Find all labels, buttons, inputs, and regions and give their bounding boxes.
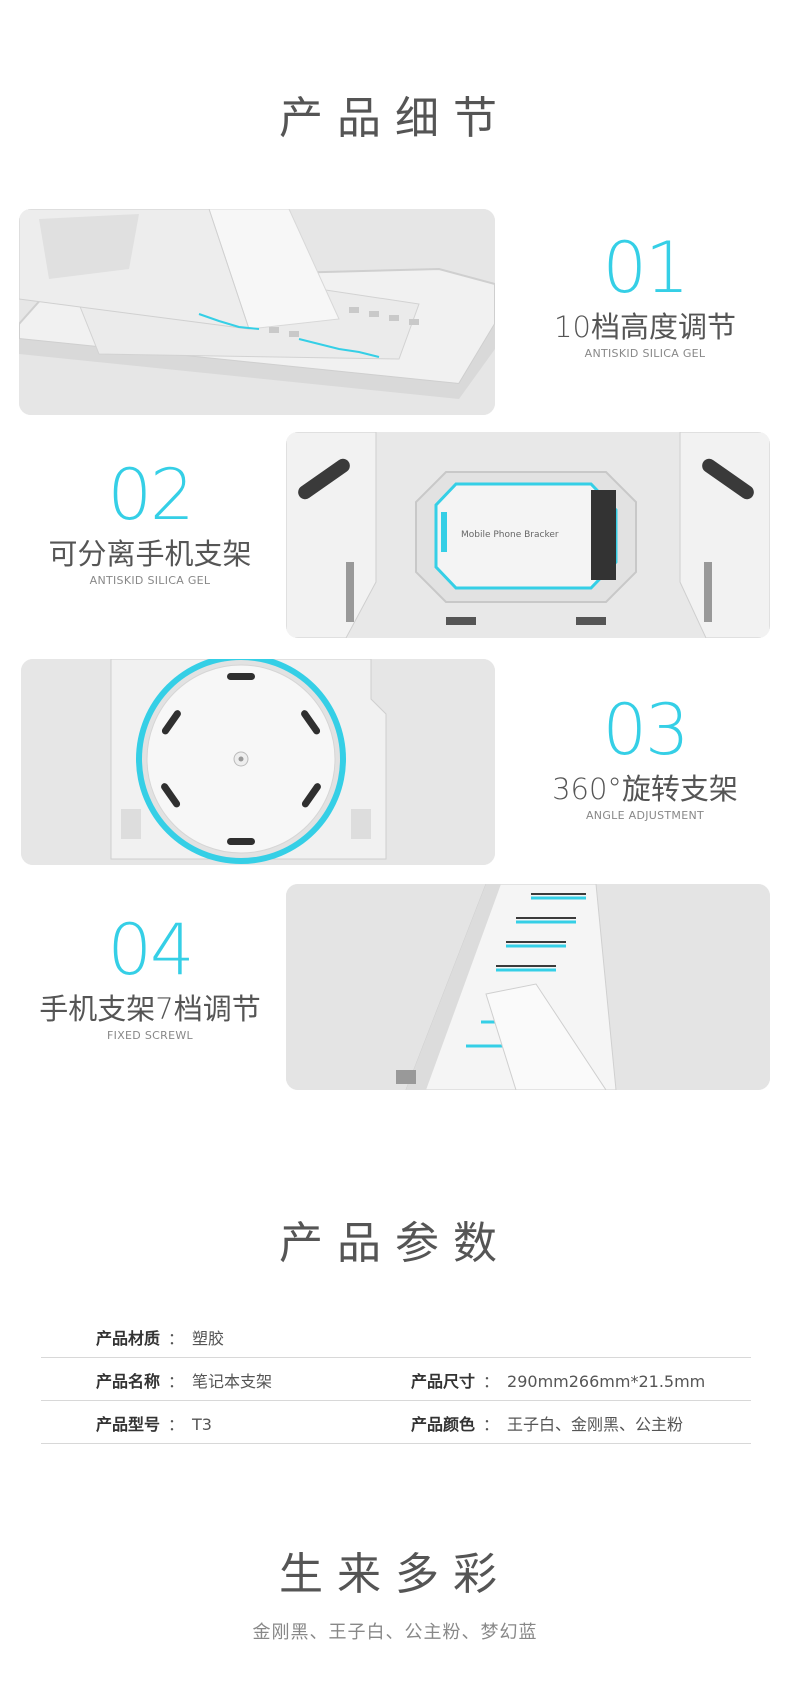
spec-material-label: 产品材质 [96, 1329, 161, 1348]
detail-image-phone-angle [286, 884, 770, 1090]
spec-separator: ： [483, 1415, 500, 1434]
detail-image-phone-holder: Mobile Phone Bracker [286, 432, 770, 638]
feature-02-en: ANTISKID SILICA GEL [89, 574, 211, 587]
spec-name: 产品名称 ： 笔记本支架 [96, 1368, 272, 1392]
spec-separator: ： [168, 1372, 185, 1391]
spec-row-1: 产品材质 ： 塑胶 [41, 1315, 751, 1358]
colors-title: 生来多彩 [279, 1549, 511, 1600]
feature-03-name: 360°旋转支架 [552, 772, 738, 806]
spec-row-3: 产品型号 ： T3 产品颜色 ： 王子白、金刚黑、公主粉 [41, 1401, 751, 1444]
spec-name-label: 产品名称 [96, 1372, 161, 1391]
feature-01-name: 10档高度调节 [554, 310, 736, 344]
spec-color-value: 王子白、金刚黑、公主粉 [507, 1415, 684, 1434]
params-title: 产品参数 [279, 1218, 511, 1269]
spec-model-label: 产品型号 [96, 1415, 161, 1434]
feature-04: 04 手机支架7档调节 FIXED SCREWL [30, 910, 270, 1044]
spec-material: 产品材质 ： 塑胶 [96, 1325, 224, 1349]
spec-size: 产品尺寸 ： 290mm266mm*21.5mm [411, 1368, 705, 1392]
spec-separator: ： [168, 1329, 185, 1348]
feature-01-en: ANTISKID SILICA GEL [584, 347, 706, 360]
detail-image-rotation [21, 659, 495, 865]
spec-color: 产品颜色 ： 王子白、金刚黑、公主粉 [411, 1411, 683, 1435]
phone-holder-label: Mobile Phone Bracker [461, 530, 559, 540]
spec-size-label: 产品尺寸 [411, 1372, 476, 1391]
feature-03-en: ANGLE ADJUSTMENT [585, 809, 705, 822]
feature-03: 03 360°旋转支架 ANGLE ADJUSTMENT [540, 690, 750, 824]
detail-image-height-adjust [19, 209, 495, 415]
feature-04-number: 04 [107, 909, 194, 991]
feature-02-name: 可分离手机支架 [48, 537, 252, 571]
feature-01-number: 01 [602, 227, 689, 309]
spec-name-value: 笔记本支架 [192, 1372, 273, 1391]
feature-02-number: 02 [107, 454, 194, 536]
colors-subtitle: 金刚黑、王子白、公主粉、梦幻蓝 [252, 1622, 538, 1643]
spec-separator: ： [168, 1415, 185, 1434]
spec-separator: ： [483, 1372, 500, 1391]
details-title: 产品细节 [279, 93, 511, 144]
spec-row-2: 产品名称 ： 笔记本支架 产品尺寸 ： 290mm266mm*21.5mm [41, 1358, 751, 1401]
spec-color-label: 产品颜色 [411, 1415, 476, 1434]
spec-model-value: T3 [192, 1415, 212, 1434]
spec-size-value: 290mm266mm*21.5mm [507, 1372, 706, 1391]
feature-03-number: 03 [602, 689, 689, 771]
feature-01: 01 10档高度调节 ANTISKID SILICA GEL [540, 228, 750, 362]
spec-material-value: 塑胶 [192, 1329, 225, 1348]
feature-04-name: 手机支架7档调节 [39, 992, 261, 1026]
feature-04-en: FIXED SCREWL [107, 1029, 193, 1042]
feature-02: 02 可分离手机支架 ANTISKID SILICA GEL [40, 455, 260, 589]
spec-model: 产品型号 ： T3 [96, 1411, 212, 1435]
